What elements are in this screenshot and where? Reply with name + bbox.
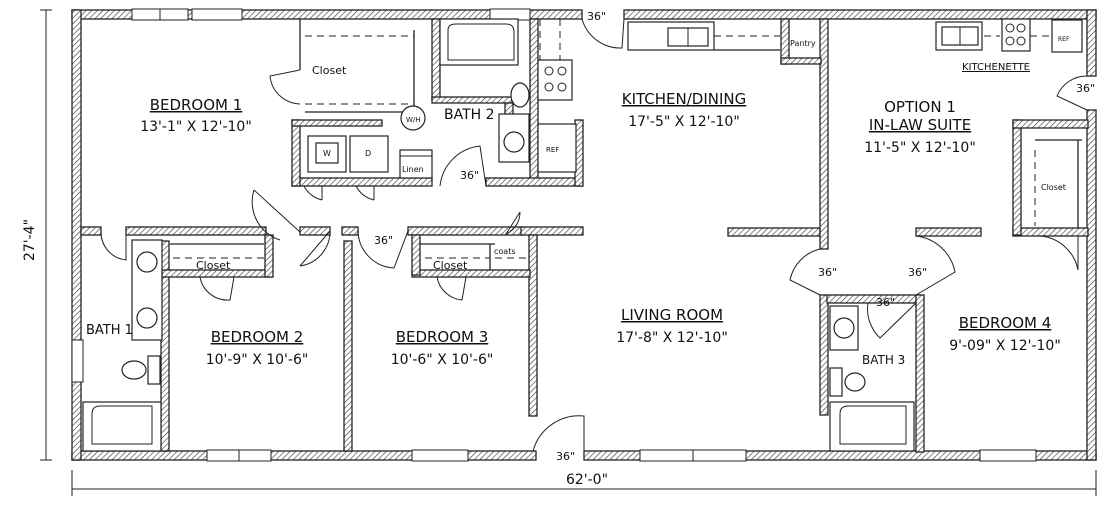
- overall-width-label: 62'-0": [566, 472, 608, 488]
- bath1-label: BATH 1: [86, 323, 133, 338]
- pantry-label: Pantry: [790, 39, 816, 48]
- bedroom2-dims: 10'-9" X 10'-6": [206, 352, 309, 368]
- bedroom3-name: BEDROOM 3: [396, 328, 489, 346]
- bedroom1-name: BEDROOM 1: [150, 96, 243, 114]
- closet-b2-label: Closet: [196, 259, 231, 272]
- bedroom3-dims: 10'-6" X 10'-6": [391, 352, 494, 368]
- bath3-label: BATH 3: [862, 353, 905, 367]
- bath2-label: BATH 2: [444, 107, 495, 123]
- linen-label: Linen: [402, 165, 424, 174]
- closet-b4-label: Closet: [1041, 183, 1066, 192]
- living-name: LIVING ROOM: [621, 306, 723, 324]
- option-dims: 11'-5" X 12'-10": [864, 140, 976, 156]
- dryer-label: D: [365, 149, 371, 158]
- ref-label: REF: [546, 146, 559, 154]
- closet-shelves: [170, 19, 1082, 270]
- closet-b1-label: Closet: [312, 64, 347, 77]
- option-line1: OPTION 1: [884, 98, 956, 116]
- door-suite-left-label: 36": [818, 266, 837, 279]
- door-bath2-label: 36": [460, 169, 479, 182]
- door-front-label: 36": [587, 10, 606, 23]
- bedroom1-dims: 13'-1" X 12'-10": [140, 119, 252, 135]
- living-dims: 17'-8" X 12'-10": [616, 330, 728, 346]
- door-living-label: 36": [556, 450, 575, 463]
- washer-label: W: [323, 149, 331, 158]
- kitchen-name: KITCHEN/DINING: [622, 90, 747, 108]
- room-labels: BEDROOM 1 13'-1" X 12'-10" BEDROOM 2 10'…: [140, 90, 1061, 368]
- kitchen-dims: 17'-5" X 12'-10": [628, 114, 740, 130]
- door-bath3-label: 36": [876, 296, 895, 309]
- kitchenette-label: KITCHENETTE: [962, 62, 1030, 73]
- windows: [71, 8, 1037, 462]
- ref2-label: REF: [1058, 36, 1070, 43]
- dimension-lines: [40, 9, 1097, 496]
- coats-label: coats: [494, 247, 516, 256]
- door-labels: 36" 36" 36" 36" 36" 36" 36" 36": [374, 10, 1095, 463]
- exterior-walls: [71, 9, 1097, 461]
- option-line2: IN-LAW SUITE: [869, 116, 971, 134]
- fixtures: [82, 18, 1083, 452]
- bedroom4-dims: 9'-09" X 12'-10": [949, 338, 1061, 354]
- bedroom4-name: BEDROOM 4: [959, 314, 1052, 332]
- overall-depth-label: 27'-4": [22, 219, 38, 261]
- door-bed3-label: 36": [374, 234, 393, 247]
- water-heater-label: W/H: [406, 116, 421, 124]
- door-swings: [100, 18, 1088, 452]
- door-suite-right-label: 36": [908, 266, 927, 279]
- interior-walls: [80, 18, 1089, 453]
- closet-b3-label: Closet: [433, 259, 468, 272]
- door-kitchenette-label: 36": [1076, 82, 1095, 95]
- fixture-labels: BATH 2 BATH 1 BATH 3 KITCHENETTE Closet …: [86, 36, 1070, 367]
- bedroom2-name: BEDROOM 2: [211, 328, 304, 346]
